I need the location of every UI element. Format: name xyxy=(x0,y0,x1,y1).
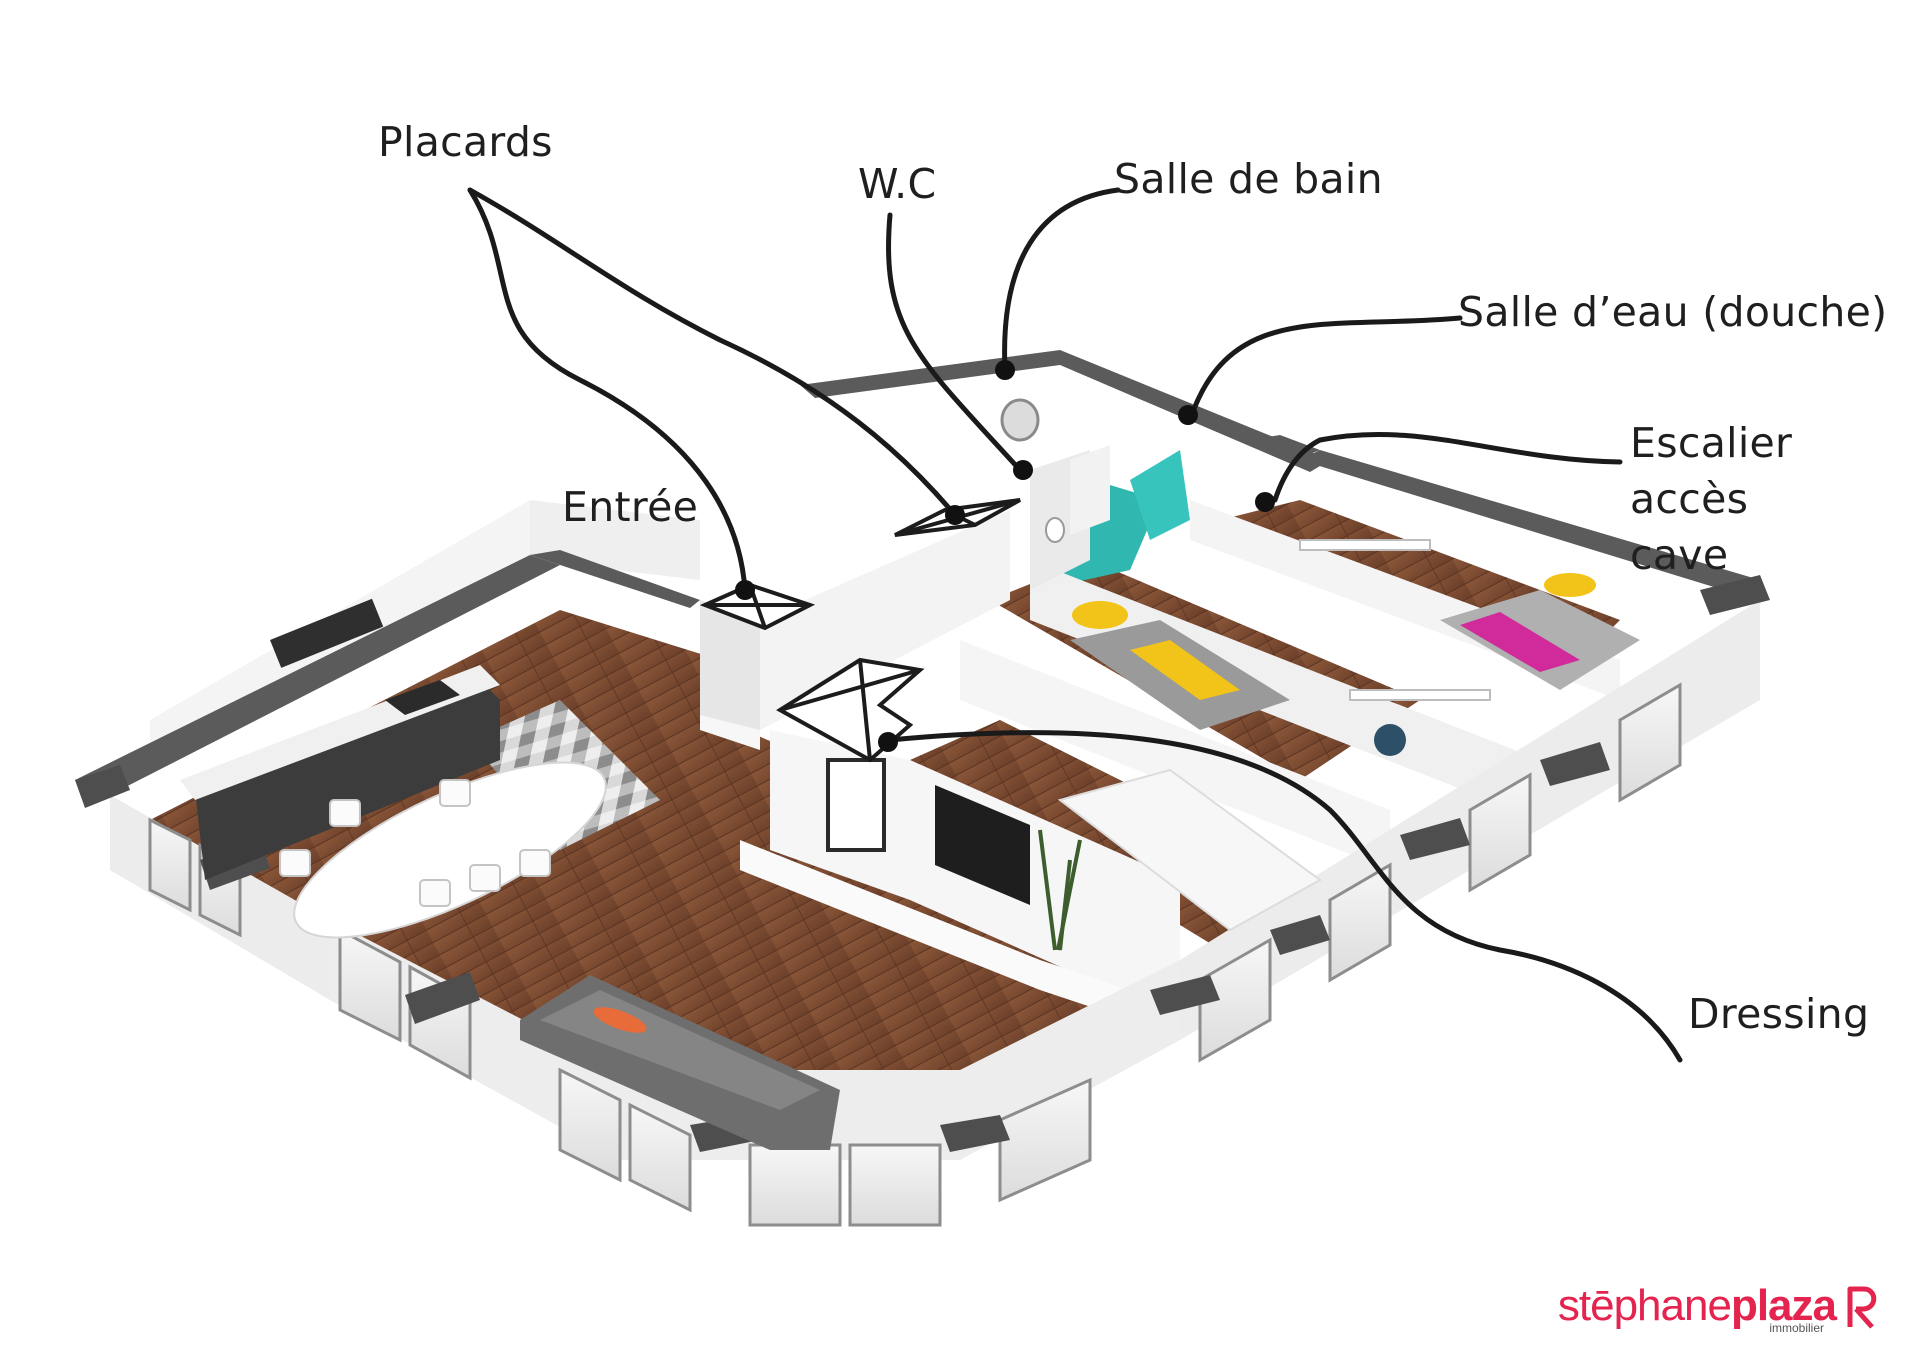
desk-2 xyxy=(1349,689,1491,701)
sofa-cushion xyxy=(593,1007,647,1033)
leader-escalier xyxy=(1272,431,1623,503)
label-entree: Entrée xyxy=(562,483,699,531)
pillar-caps xyxy=(75,575,1770,1152)
washing-machine xyxy=(1000,398,1040,442)
label-dressing: Dressing xyxy=(1688,990,1870,1038)
kitchen-shelf xyxy=(270,598,384,668)
closet-block-side xyxy=(700,600,760,730)
closet-block-front xyxy=(760,510,1010,730)
tv xyxy=(935,785,1030,905)
cooktop xyxy=(385,680,460,715)
logo-tagline: immobilier xyxy=(1769,1321,1824,1335)
dining-chairs xyxy=(279,779,551,907)
leader-lines xyxy=(467,187,1683,1063)
leader-salle-d-eau xyxy=(1187,315,1463,423)
label-wc: W.C xyxy=(858,160,937,208)
label-placards: Placards xyxy=(378,118,553,166)
pillow-yellow xyxy=(1072,601,1128,629)
bed-white xyxy=(1057,768,1322,932)
dining-table xyxy=(293,761,607,939)
desk-1 xyxy=(1299,539,1431,551)
leader-dressing xyxy=(887,730,1683,1063)
leader-placards-1 xyxy=(467,187,748,593)
facade-front xyxy=(330,920,1180,1160)
logo-p-icon xyxy=(1847,1286,1877,1329)
label-salle-d-eau: Salle d’eau (douche) xyxy=(1458,288,1888,336)
leader-salle-de-bain xyxy=(1002,187,1121,373)
bed-pink-pattern xyxy=(1460,612,1580,672)
stephane-plaza-logo: stēphaneplaza immobilier xyxy=(1557,1281,1882,1335)
plant xyxy=(1038,829,1082,951)
label-salle-de-bain: Salle de bain xyxy=(1114,155,1383,203)
dressing-shelf xyxy=(740,840,1160,1030)
toilet xyxy=(1045,517,1065,543)
wall-picture xyxy=(826,758,886,852)
leader-dots xyxy=(735,360,1275,752)
shower-floor xyxy=(1130,450,1190,540)
leader-placards-2 xyxy=(467,187,958,518)
label-escalier: Escalier accès cave xyxy=(1630,419,1793,579)
desk-chair-2 xyxy=(1374,724,1406,756)
logo-wordmark: stēphaneplaza xyxy=(1557,1281,1837,1330)
bed-yellow-pattern xyxy=(1130,640,1240,700)
pillow-pink-bed xyxy=(1544,573,1596,597)
leader-wc xyxy=(886,212,1023,473)
kitchen-counter xyxy=(195,680,500,880)
hallway-wall xyxy=(960,640,1390,870)
wc-wall xyxy=(1070,445,1110,535)
